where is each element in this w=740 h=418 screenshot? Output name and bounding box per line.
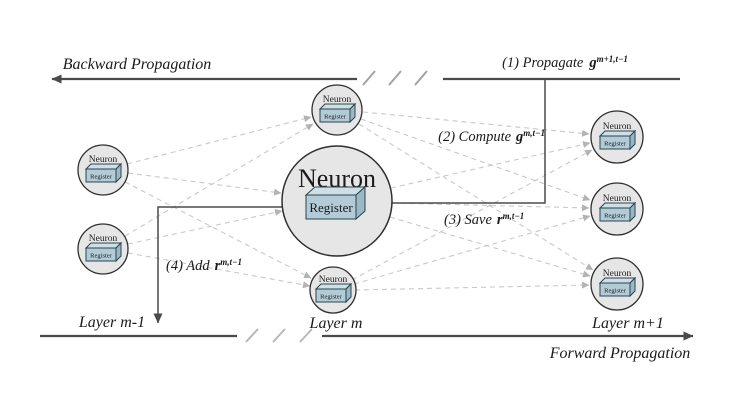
step4-text: (4) Add <box>166 258 210 274</box>
dashed-connection <box>124 181 312 279</box>
neuron-node-mid-top: Neuron Register <box>311 84 363 136</box>
register-front-face <box>599 135 631 150</box>
register-top-face <box>598 130 637 137</box>
neuron-label: Neuron <box>603 194 632 204</box>
dashed-connection <box>126 115 312 165</box>
break-slash <box>362 70 376 86</box>
register-box: Register <box>84 241 123 263</box>
axis-break-marks-top <box>362 70 428 86</box>
register-top-face <box>318 103 357 110</box>
step1-var: g <box>588 55 596 71</box>
break-slash <box>299 328 313 343</box>
register-box: Register <box>598 129 637 151</box>
register-front-face <box>85 247 117 262</box>
dashed-connection <box>358 123 594 271</box>
neuron-label: Neuron <box>89 234 118 244</box>
dashed-connection <box>124 123 314 237</box>
break-slash <box>414 70 428 86</box>
register-box: Register <box>304 185 367 221</box>
break-slash <box>245 328 259 343</box>
backward-propagation-axis: Backward Propagation <box>51 56 680 86</box>
axis-break-marks-bottom <box>245 328 313 343</box>
neuron-node-right-top: Neuron Register <box>590 110 644 164</box>
register-top-face <box>598 202 637 209</box>
dashed-connection <box>391 202 590 212</box>
dashed-connection <box>127 209 283 245</box>
step4-label: (4) Add rm,t−1 <box>166 257 242 274</box>
register-top-face <box>598 277 637 284</box>
register-label: Register <box>604 141 626 148</box>
register-top-face <box>84 242 123 249</box>
neuron-label: Neuron <box>603 269 632 279</box>
register-label: Register <box>90 174 112 181</box>
connections-mid-to-right <box>351 111 594 291</box>
step2-sup: m,t−1 <box>523 128 545 138</box>
register-label: Register <box>324 114 346 121</box>
forward-propagation-axis: Forward Propagation <box>40 328 694 362</box>
neuron-label: Neuron <box>323 95 352 105</box>
break-slash <box>388 70 402 86</box>
register-label: Register <box>90 253 112 260</box>
register-label: Register <box>604 213 626 220</box>
step2-var: g <box>515 129 523 145</box>
register-front-face <box>599 207 631 222</box>
register-front-face <box>319 108 351 123</box>
register-box: Register <box>318 102 357 124</box>
layer-m-minus-1-label: Layer m-1 <box>78 314 145 331</box>
neuron-label: Neuron <box>89 155 118 165</box>
register-box: Register <box>598 201 637 223</box>
register-front-face <box>315 288 347 303</box>
register-label: Register <box>309 200 353 215</box>
break-slash <box>272 328 286 343</box>
register-label: Register <box>320 294 342 301</box>
dashed-connection <box>127 172 282 196</box>
register-front-face <box>85 168 117 183</box>
forward-propagation-label: Forward Propagation <box>549 345 691 362</box>
step1-text: (1) Propagate <box>502 55 584 71</box>
neuron-node-left-bottom: Neuron Register <box>77 223 129 275</box>
step2-text: (2) Compute <box>438 129 511 145</box>
dashed-connection <box>390 141 591 189</box>
dashed-connection <box>362 111 590 137</box>
layer-m-label: Layer m <box>309 315 363 332</box>
register-top-face <box>304 186 367 196</box>
dashed-connection <box>351 149 593 281</box>
step3-label: (3) Save rm,t−1 <box>444 211 524 228</box>
register-box: Register <box>314 282 353 304</box>
step3-sup: m,t−1 <box>503 211 525 221</box>
neuron-node-mid-center-large: Neuron Register <box>281 145 393 257</box>
dashed-connection <box>353 214 591 285</box>
step3-var: r <box>497 212 503 228</box>
dashed-connection <box>360 118 591 201</box>
step4-sup: m,t−1 <box>220 257 242 267</box>
neuron-node-left-top: Neuron Register <box>77 144 129 196</box>
save-connector-arrow <box>375 79 546 208</box>
step4-var: r <box>215 258 221 274</box>
dashed-connection <box>354 281 590 291</box>
neuron-node-mid-bottom: Neuron Register <box>309 266 357 314</box>
step3-text: (3) Save <box>444 212 492 228</box>
register-box: Register <box>598 276 637 298</box>
neuron-node-right-bottom: Neuron Register <box>590 257 644 311</box>
register-front-face <box>599 282 631 297</box>
step1-sup: m+1,t−1 <box>597 54 628 64</box>
backward-propagation-label: Backward Propagation <box>63 56 212 73</box>
dashed-connection <box>389 216 591 278</box>
layer-m-plus-1-label: Layer m+1 <box>591 315 664 332</box>
neuron-label: Neuron <box>603 122 632 132</box>
neuron-node-right-middle: Neuron Register <box>590 182 644 236</box>
register-front-face <box>305 194 357 220</box>
register-top-face <box>84 163 123 170</box>
register-top-face <box>314 283 353 290</box>
neuron-label: Neuron <box>319 275 348 285</box>
add-connector-arrow <box>153 206 306 324</box>
register-label: Register <box>604 288 626 295</box>
register-box: Register <box>84 162 123 184</box>
